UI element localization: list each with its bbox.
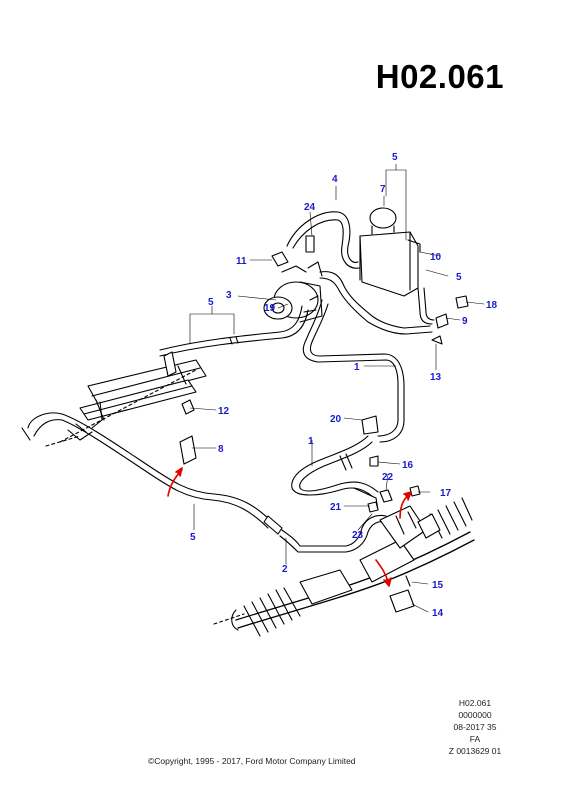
callout-12: 12 (218, 406, 230, 417)
callout-13: 13 (430, 372, 442, 383)
footer-reference: Z 0013629 01 (448, 746, 502, 756)
return-hose-upper (286, 211, 361, 269)
callout-3: 3 (226, 290, 232, 301)
footer-number: 0000000 (458, 710, 492, 720)
small-parts (179, 235, 469, 613)
callout-2: 2 (282, 564, 288, 575)
callout-1b: 1 (308, 436, 314, 447)
callout-19: 19 (264, 303, 276, 314)
leader-lines (189, 163, 485, 613)
callout-4: 4 (332, 174, 338, 185)
callout-5b: 5 (190, 532, 196, 543)
diagram-code-title: H02.061 (375, 58, 504, 95)
callout-5c: 5 (456, 272, 462, 283)
callout-22: 22 (382, 472, 394, 483)
callout-7: 7 (380, 184, 386, 195)
callout-17: 17 (440, 488, 452, 499)
callout-21: 21 (330, 502, 342, 513)
callout-15: 15 (432, 580, 444, 591)
footer-code: H02.061 (458, 698, 492, 708)
pressure-hose-middle (291, 435, 379, 511)
callout-11: 11 (236, 256, 247, 267)
direction-arrows (167, 467, 412, 587)
copyright-notice: ©Copyright, 1995 - 2017, Ford Motor Comp… (148, 756, 356, 766)
callout-6: 5 (392, 152, 398, 163)
callout-10: 10 (430, 252, 442, 263)
callout-20: 20 (330, 414, 342, 425)
fluid-reservoir (359, 207, 421, 297)
callout-14: 14 (432, 608, 444, 619)
callout-9: 9 (462, 316, 468, 327)
callout-5a: 5 (208, 297, 214, 308)
footer-region: FA (469, 734, 481, 744)
callout-18: 18 (486, 300, 498, 311)
oil-cooler (45, 351, 207, 447)
callout-16: 16 (402, 460, 414, 471)
steering-rack (213, 497, 475, 637)
callout-23: 23 (352, 530, 364, 541)
callout-1a: 1 (354, 362, 360, 373)
return-hose-loop (21, 412, 283, 535)
footer-date: 08-2017 35 (453, 722, 497, 732)
callout-8: 8 (218, 444, 224, 455)
callout-24: 24 (304, 202, 316, 213)
